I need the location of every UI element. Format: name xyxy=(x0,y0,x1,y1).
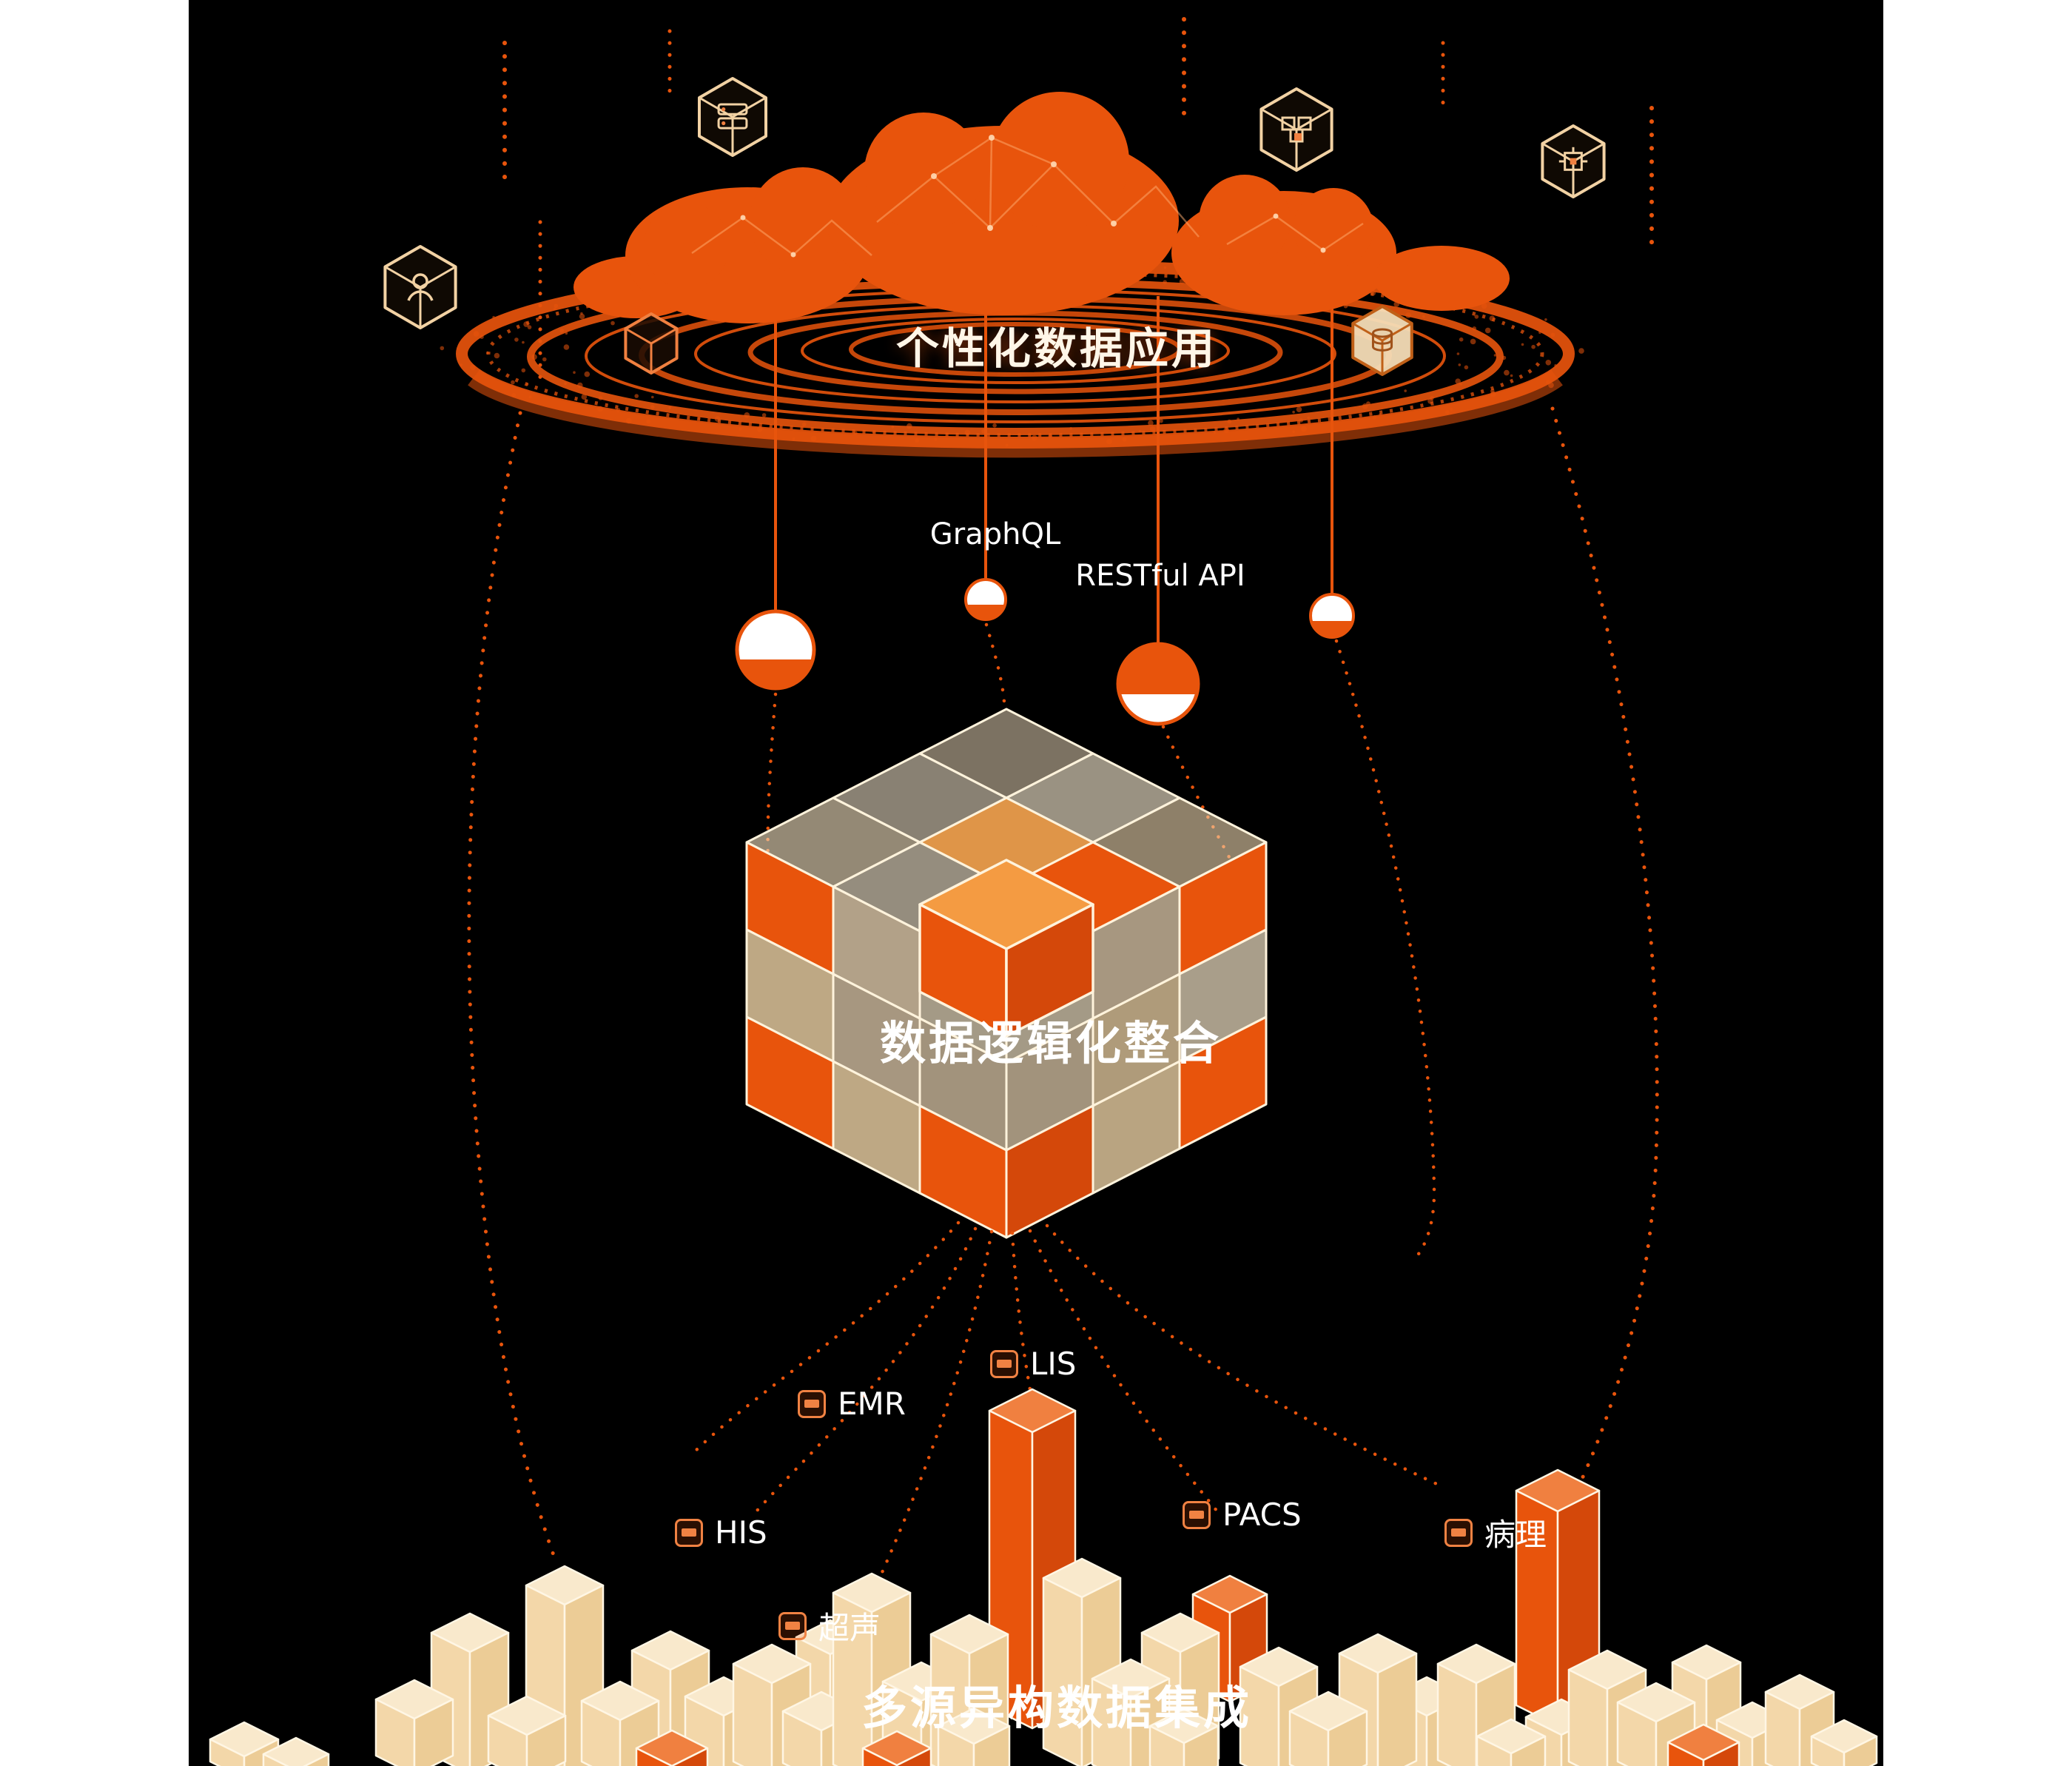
server-cube-icon xyxy=(698,77,767,157)
source-data-city xyxy=(209,1388,1878,1766)
source-chip-pacs: PACS xyxy=(1183,1497,1302,1533)
source-chip-emr: EMR xyxy=(798,1386,906,1422)
data-source-icon xyxy=(778,1611,807,1640)
small-cube-icon xyxy=(624,312,679,375)
clouds xyxy=(574,92,1510,323)
integration-flow-lines xyxy=(692,1221,1444,1585)
user-cube-icon xyxy=(383,245,457,329)
pendant-connectors xyxy=(735,250,1355,726)
pendant-ball xyxy=(1309,593,1355,639)
source-label: 病理 xyxy=(1484,1517,1547,1553)
data-source-icon xyxy=(798,1389,826,1418)
pendant-ball xyxy=(1116,642,1200,726)
top-layer-title: 个性化数据应用 xyxy=(895,323,1218,374)
source-chip-his: HIS xyxy=(675,1514,767,1551)
bottom-layer-title: 多源异构数据集成 xyxy=(861,1681,1253,1735)
modules-cube-icon xyxy=(1259,87,1333,172)
source-chip-ultrasound: 超声 xyxy=(778,1603,881,1648)
source-chip-pathology: 病理 xyxy=(1444,1510,1547,1555)
data-cube xyxy=(745,708,1268,1239)
pendant-ball xyxy=(735,609,816,691)
source-label: HIS xyxy=(715,1514,767,1551)
data-source-icon xyxy=(1183,1500,1211,1529)
data-source-icon xyxy=(990,1349,1018,1378)
database-cube-icon xyxy=(1351,305,1413,376)
graphql-label: GraphQL xyxy=(929,517,1061,551)
circuit-cube-icon xyxy=(1541,124,1606,198)
source-label: EMR xyxy=(838,1386,906,1422)
middle-layer-title: 数据逻辑化整合 xyxy=(879,1016,1222,1070)
source-label: LIS xyxy=(1030,1346,1077,1382)
floating-icons xyxy=(383,77,1606,376)
restful-api-label: RESTful API xyxy=(1075,559,1245,593)
source-label: 超声 xyxy=(818,1610,881,1646)
data-source-icon xyxy=(1444,1518,1473,1547)
source-label: PACS xyxy=(1222,1497,1302,1533)
data-source-icon xyxy=(675,1518,703,1547)
pendant-ball xyxy=(964,578,1007,621)
source-chip-lis: LIS xyxy=(990,1346,1076,1382)
